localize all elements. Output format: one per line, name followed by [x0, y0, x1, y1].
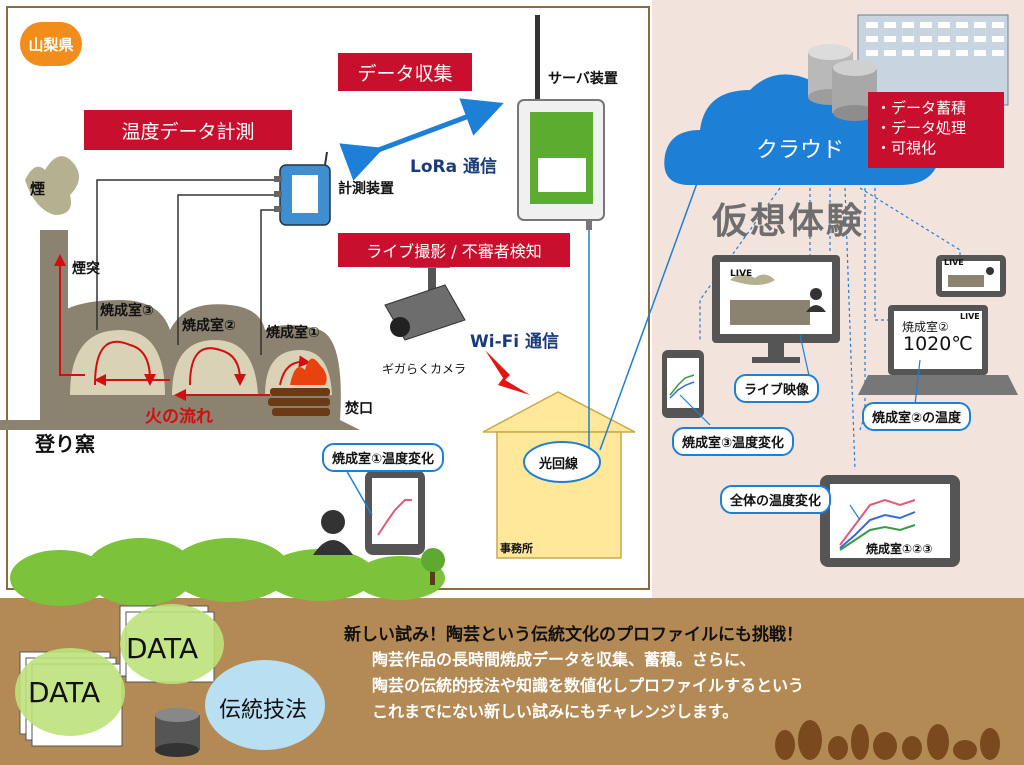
tablet-chamber1-callout: 焼成室①温度変化 [322, 443, 445, 472]
tablet-chamber1-icon [365, 470, 425, 555]
large-tablet-rooms-label: 焼成室①②③ [866, 542, 933, 556]
phone-chamber3-callout: 焼成室③温度変化 [672, 427, 795, 456]
fiber-label: 光回線 [539, 457, 579, 472]
data-label-2: DATA [126, 632, 199, 665]
laptop-chamber2-callout: 焼成室②の温度 [862, 402, 972, 431]
laptop-live-tag: LIVE [960, 312, 980, 321]
tablet-pointer [344, 467, 373, 516]
measuring-device-icon [274, 151, 331, 226]
cloud-feature-item: ・データ蓄積 [876, 99, 967, 117]
datacenter-building-icon [857, 14, 1009, 106]
cloud-title: クラウド [756, 138, 845, 163]
lora-label: LoRa 通信 [410, 157, 497, 177]
office-label: 事務所 [500, 542, 533, 555]
laptop-icon [858, 305, 1018, 395]
database-icon [808, 44, 877, 121]
fire-flow-label: 火の流れ [145, 407, 213, 427]
live-video-callout: ライブ映像 [734, 374, 820, 403]
office-cloud-line [599, 174, 701, 451]
tech-label: 伝統技法 [219, 698, 308, 723]
person-icon [313, 510, 353, 555]
pottery-icon [775, 720, 1000, 760]
fire-mouth-label: 焚口 [345, 401, 373, 417]
camera-label: ギガらくカメラ [382, 362, 467, 376]
overall-temp-callout: 全体の温度変化 [720, 485, 832, 514]
database-small-icon [155, 708, 200, 757]
body-line-3: これまでにない新しい試みにもチャレンジします。 [372, 702, 739, 721]
phone-icon [662, 350, 704, 418]
smoke-icon [25, 156, 79, 215]
fire-icon [268, 358, 330, 416]
sensor-wires [96, 179, 275, 355]
virtual-title: 仮想体験 [712, 201, 865, 242]
kiln-label: 登り窯 [35, 432, 95, 456]
chamber3-label: 焼成室③ [100, 303, 154, 319]
data-collect-label: データ収集 [338, 53, 472, 91]
data-label-1: DATA [28, 676, 101, 709]
camera-icon [384, 258, 466, 341]
small-tablet-icon [936, 255, 1006, 297]
body-line-1: 陶芸作品の長時間焼成データを収集、蓄積。さらに、 [372, 650, 756, 669]
server-device-icon [517, 15, 605, 230]
small-tablet-live-tag: LIVE [944, 258, 964, 267]
laptop-temp-value: 1020℃ [903, 333, 973, 355]
measure-device-label: 計測装置 [338, 181, 394, 197]
tech-bubble [205, 660, 325, 750]
cloud-feature-item: ・データ処理 [876, 119, 967, 137]
smoke-label: 煙 [30, 180, 46, 198]
live-detect-label: ライブ撮影 / 不審者検知 [338, 233, 570, 267]
fire-flow-arrows [54, 254, 311, 401]
large-tablet-icon [820, 475, 960, 567]
chimney-label: 煙突 [72, 261, 100, 277]
server-label: サーバ装置 [548, 71, 618, 87]
temp-measure-label: 温度データ計測 [84, 110, 292, 150]
fiber-cloud-icon [523, 441, 601, 483]
headline: 新しい試み！陶芸という伝統文化のプロファイルにも挑戦！ [344, 625, 803, 645]
wifi-arrow [485, 350, 530, 395]
chamber1-label: 焼成室① [266, 325, 320, 341]
cloud-feature-item: ・可視化 [876, 139, 937, 157]
monitor-icon [712, 255, 840, 363]
chamber2-label: 焼成室② [182, 318, 236, 334]
wifi-label: Wi-Fi 通信 [470, 332, 559, 352]
bushes [10, 538, 445, 606]
region-badge: 山梨県 [20, 22, 82, 66]
callout-pointers [679, 334, 921, 521]
lora-arrow [339, 98, 504, 181]
cloud-features-box: ・データ蓄積 ・データ処理 ・可視化 [868, 92, 1004, 168]
laptop-room-label: 焼成室② [902, 320, 949, 334]
body-line-2: 陶芸の伝統的技法や知識を数値化しプロファイルするという [372, 676, 805, 695]
monitor-live-tag: LIVE [730, 269, 753, 279]
tree-icon [421, 548, 445, 585]
